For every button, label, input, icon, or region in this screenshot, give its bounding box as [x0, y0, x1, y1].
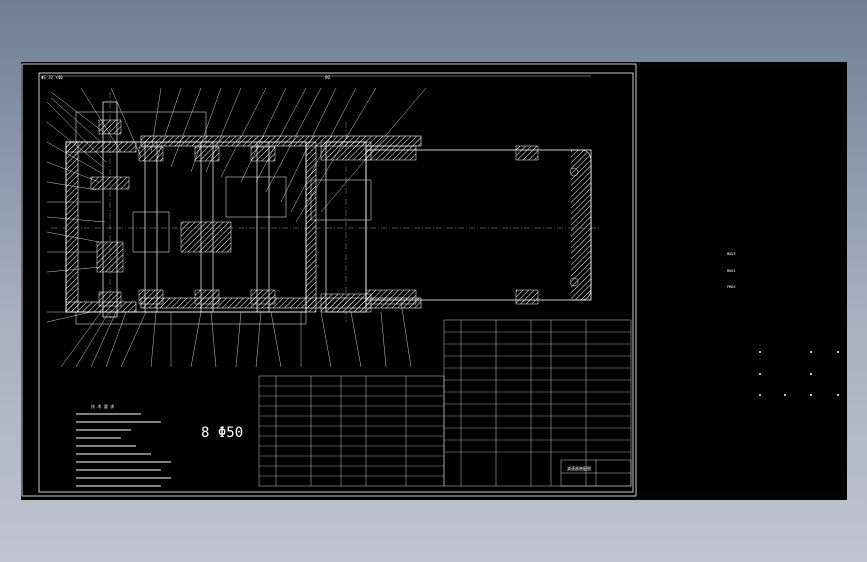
assembly-drawing: ΦS 32 ×40 80 [21, 63, 846, 497]
sheet-inner-frame [38, 72, 634, 493]
leader-lines-bottom [60, 301, 412, 368]
leader-lines-left [46, 101, 107, 323]
side-legend-1: MOU3 [727, 252, 735, 256]
parts-table-left-rows [259, 385, 444, 477]
border-frame-right [637, 63, 846, 497]
top-dimension: 80 [325, 75, 330, 80]
shaft-4 [225, 141, 287, 313]
leader-lines-top [50, 87, 427, 223]
shaft-3 [180, 141, 232, 313]
parts-table-left [258, 375, 445, 487]
view-markers [759, 351, 839, 396]
side-legend-3: FMOX [727, 285, 736, 289]
gearbox-housing [65, 111, 422, 325]
bottom-title: 减速器装配图 [567, 465, 591, 471]
top-left-label: ΦS 32 ×40 [41, 75, 63, 80]
shaft-2 [132, 141, 170, 313]
sheet-outer-frame [21, 63, 637, 497]
output-drum [310, 141, 592, 313]
parts-table-right-rows [444, 331, 631, 453]
cad-viewport[interactable]: ΦS 32 ×40 80 [21, 62, 847, 500]
title-block [560, 459, 632, 487]
side-legend-2: MOU3 [727, 269, 735, 273]
note-heading: 技 术 要 求 [91, 403, 114, 409]
parts-table-right [443, 319, 632, 487]
technical-notes: 技 术 要 求 8 Φ50 [76, 403, 243, 487]
big-label: 8 Φ50 [201, 425, 243, 441]
